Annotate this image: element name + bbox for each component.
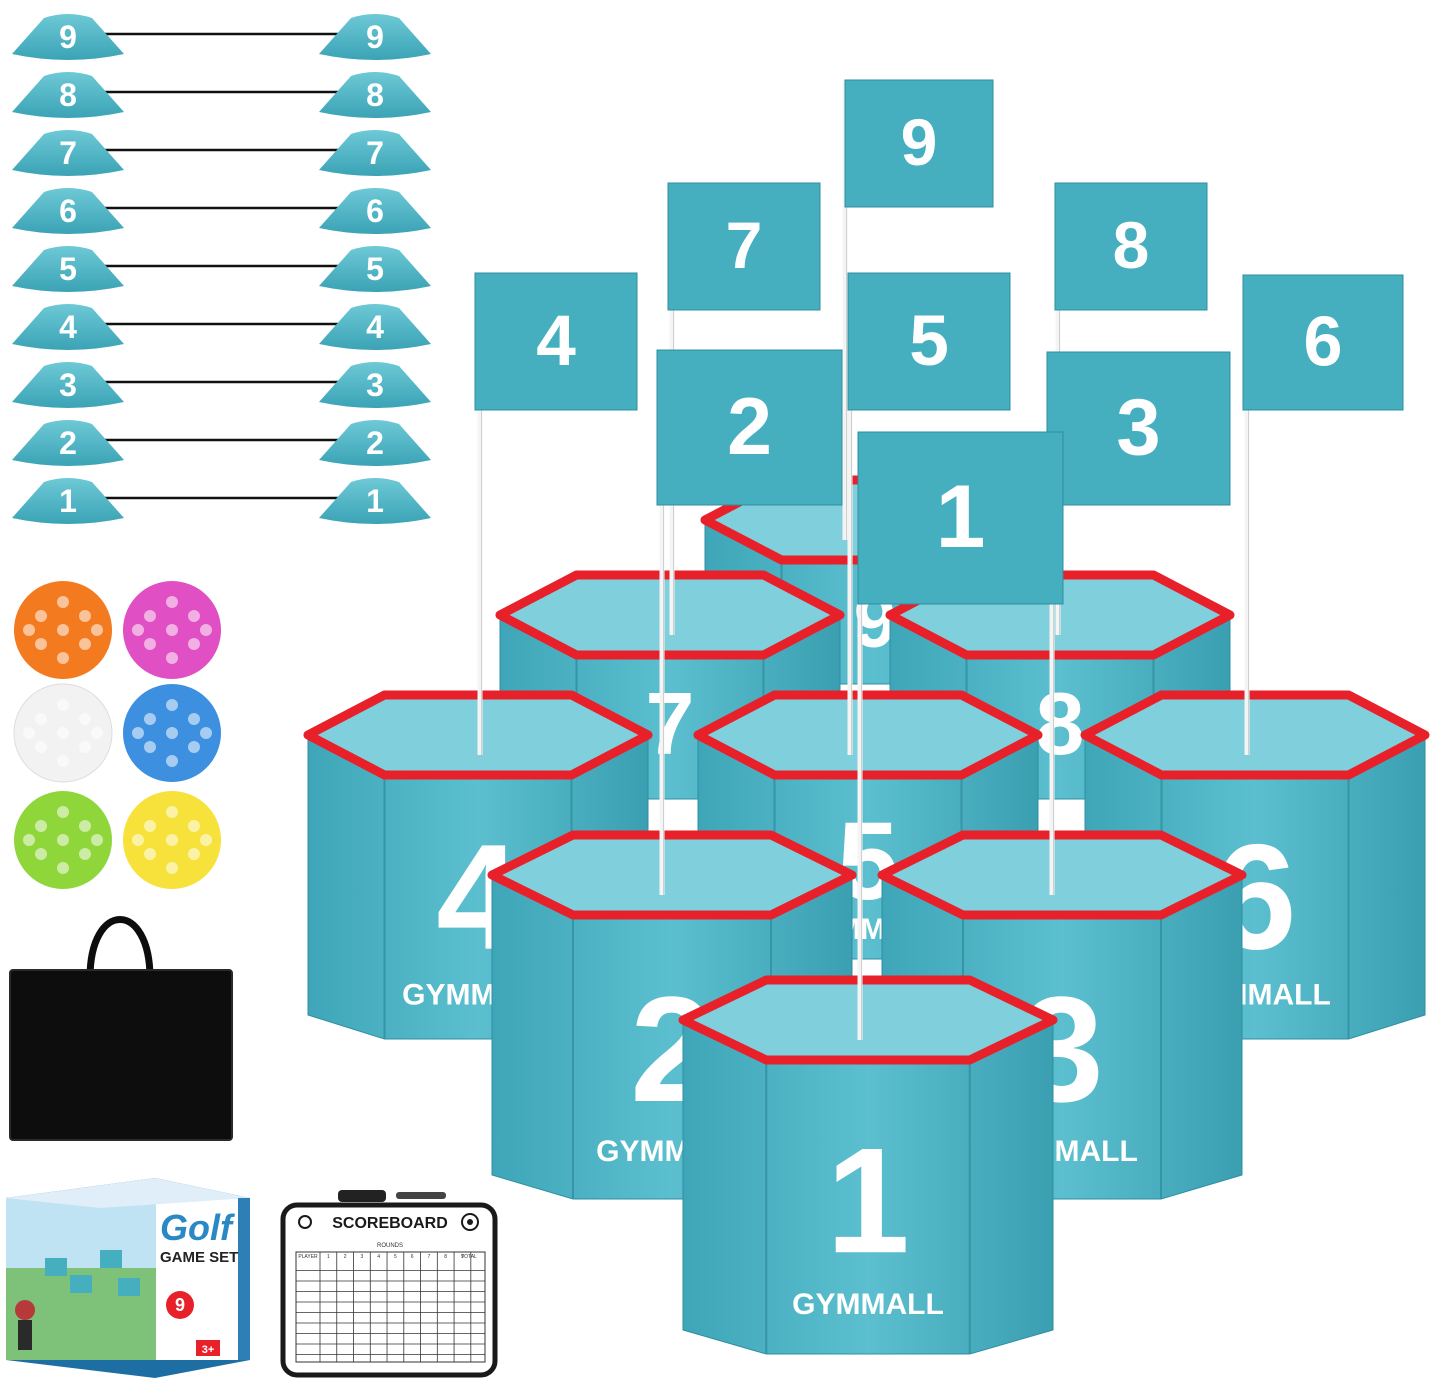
cone-number: 3 [59,367,77,403]
cone-number: 9 [59,19,77,55]
scoreboard-player: PLAYER [298,1254,318,1260]
marker-cone: 7 [12,130,124,176]
cone-number: 5 [59,251,77,287]
practice-ball [123,791,221,889]
hole-flag: 1 [857,431,1064,1040]
score-column-label: 6 [411,1254,414,1260]
cone-number: 3 [366,367,384,403]
flag-number: 4 [536,302,576,381]
cone-number: 2 [366,425,384,461]
cone-number: 2 [59,425,77,461]
cone-number: 9 [366,19,384,55]
flag-number: 5 [909,302,949,381]
box-subtitle: GAME SET [160,1249,238,1266]
flag-number: 6 [1303,301,1342,380]
box-title: Golf [160,1207,235,1248]
cone-number: 7 [59,135,77,171]
hole-flag: 9 [842,79,994,540]
scoreboard-total: TOTAL [461,1254,477,1260]
cone-number: 5 [366,251,384,287]
marker-cone: 3 [12,362,124,408]
cone-number: 4 [59,309,77,345]
marker-cone: 2 [12,420,124,466]
score-column-label: 3 [361,1254,364,1260]
marker-cone: 9 [319,14,431,60]
cone-number: 7 [366,135,384,171]
box-age: 3+ [202,1344,215,1356]
marker-cone: 5 [12,246,124,292]
marker-cone: 4 [319,304,431,350]
product-box: Golf GAME SET 9 3+ [6,1178,250,1378]
score-column-label: 5 [394,1254,397,1260]
scoreboard-title: SCOREBOARD [332,1215,448,1232]
target-buckets: 9977884GYMMALL45GYMMALL56GYMMALL62GYMMAL… [303,79,1430,1355]
cone-number: 1 [366,483,384,519]
score-column-label: 7 [428,1254,431,1260]
practice-balls [13,581,221,889]
bucket-brand: GYMMALL [792,1288,944,1321]
marker-cone: 9 [12,14,124,60]
flag-number: 2 [727,382,772,472]
marker-cone: 8 [319,72,431,118]
flag-number: 3 [1116,383,1160,472]
marker-cone: 1 [319,478,431,524]
practice-ball [123,581,221,679]
cone-number: 6 [366,193,384,229]
hole-flag: 5 [847,272,1011,755]
marker-cone: 1 [12,478,124,524]
score-column-label: 9 [461,1254,464,1260]
hole-flag: 3 [1046,351,1231,895]
practice-ball [14,791,112,889]
cone-number: 8 [59,77,77,113]
scoreboard-rounds: ROUNDS [377,1243,403,1249]
score-column-label: 4 [377,1254,380,1260]
cone-number: 8 [366,77,384,113]
cone-number: 6 [59,193,77,229]
score-column-label: 1 [327,1254,330,1260]
marker-cone: 3 [319,362,431,408]
marker-cone: 8 [12,72,124,118]
score-column-label: 8 [444,1254,447,1260]
cone-number: 1 [59,483,77,519]
cone-number: 4 [366,309,384,345]
hole-flag: 4 [474,272,638,755]
marker-cone: 2 [319,420,431,466]
bucket-number: 1 [826,1116,909,1284]
marker-cone: 6 [319,188,431,234]
bucket-number: 8 [1036,674,1085,773]
practice-ball [14,581,112,679]
marker-cone: 7 [319,130,431,176]
hole-flag: 6 [1242,274,1404,755]
score-grid: 1 2 3 4 5 6 7 8 9 [295,1251,486,1363]
score-column-label: 2 [344,1254,347,1260]
flag-number: 1 [936,466,986,566]
carry-bag [9,916,233,1141]
flag-number: 7 [726,208,763,282]
bucket-number: 7 [646,674,695,773]
practice-ball [13,683,113,783]
practice-ball [123,684,221,782]
hole-flag: 2 [656,349,843,895]
flag-number: 9 [901,105,938,179]
marker-cone: 6 [12,188,124,234]
flag-number: 8 [1113,208,1150,282]
marker-cone: 5 [319,246,431,292]
marker-cone: 4 [12,304,124,350]
box-badge: 9 [175,1295,185,1315]
scoreboard: SCOREBOARD ROUNDS 1 2 3 4 5 6 7 8 9 PLAYER TOTAL [280,1190,498,1378]
